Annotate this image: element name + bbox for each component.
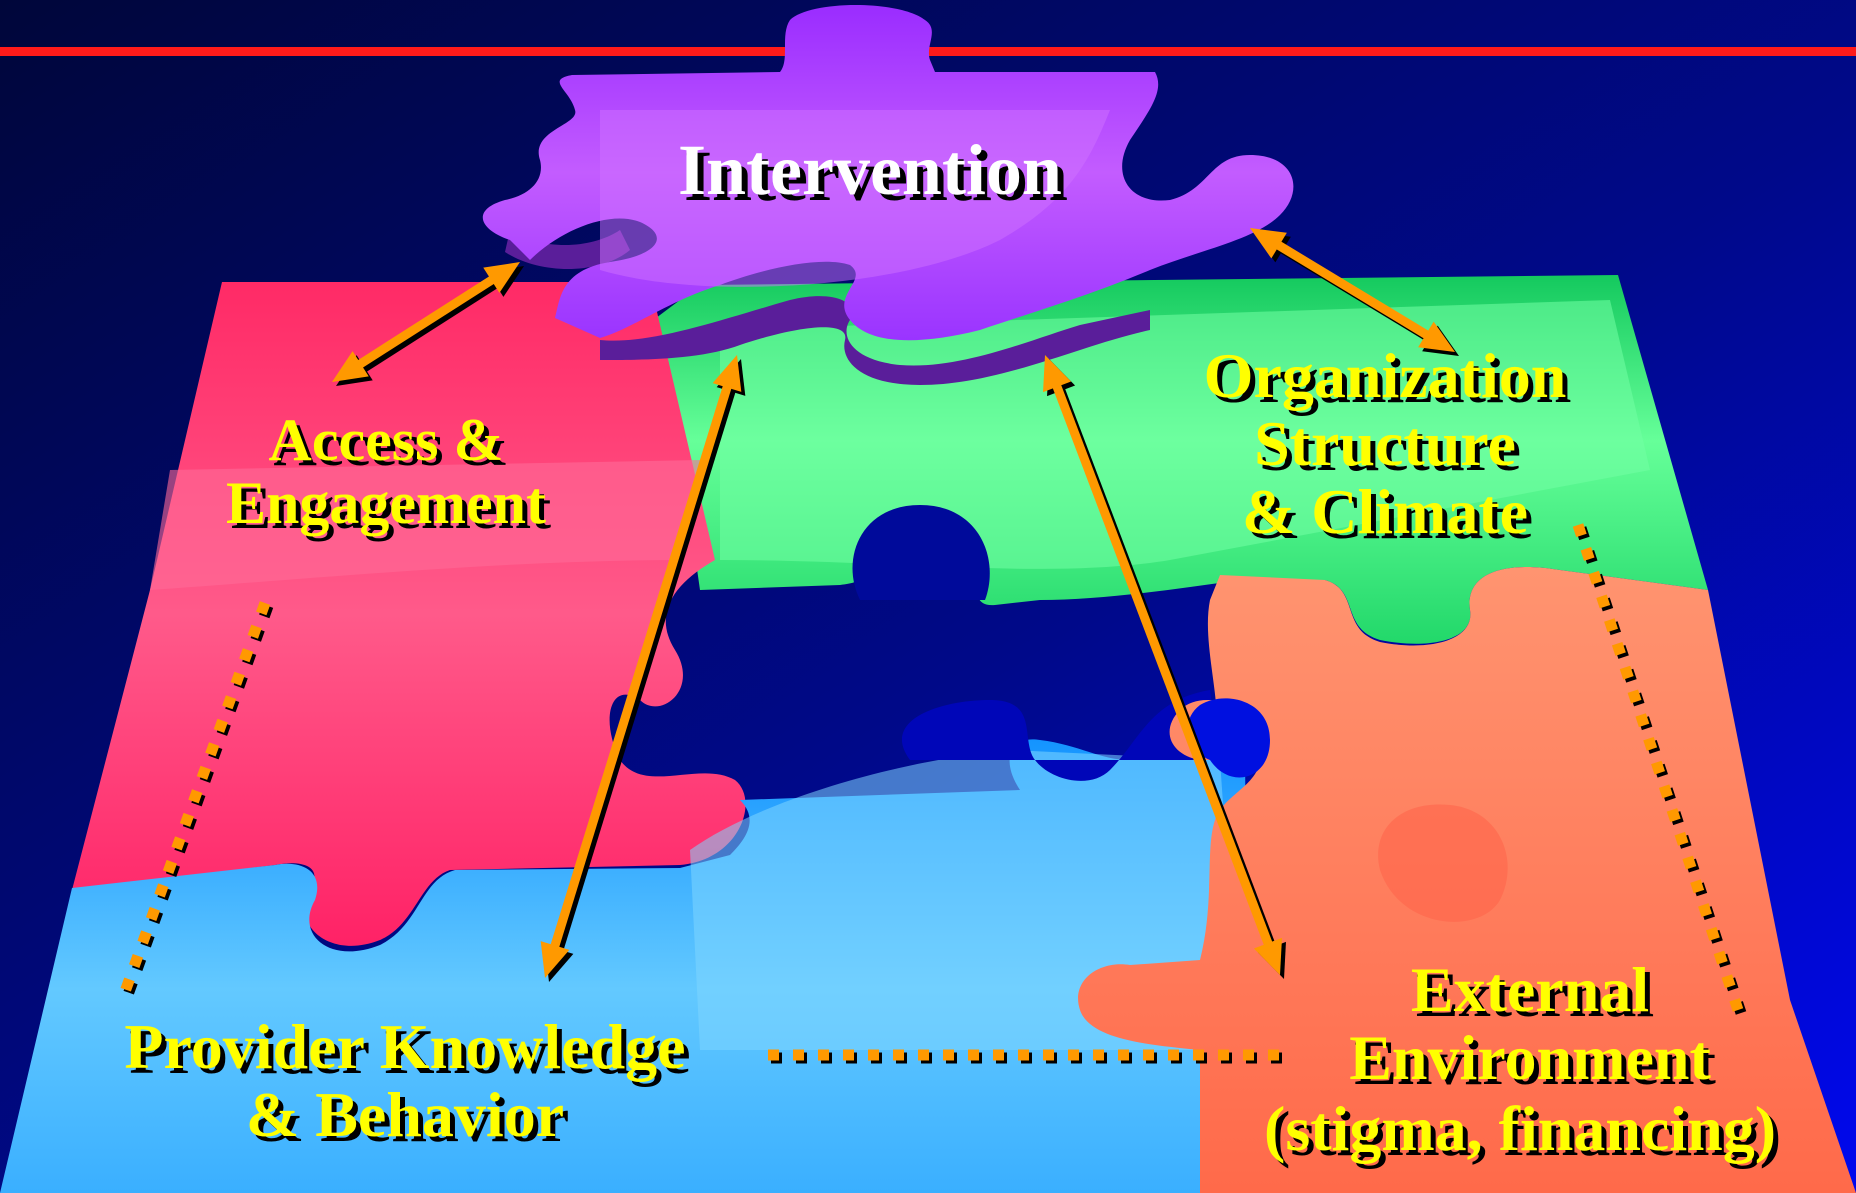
organization-label-line1: Organization [1204, 340, 1567, 411]
provider-label-line2-shadow: & Behavior [251, 1084, 569, 1155]
connection-organization-external [1572, 523, 1747, 1015]
dotted-link-line [116, 601, 271, 1002]
access-puzzle-piece [72, 282, 746, 946]
external-label-line1: External [1411, 954, 1649, 1025]
provider-label-line1: Provider Knowledge [124, 1011, 685, 1082]
intervention-label-shadow: Intervention [684, 136, 1068, 216]
arrow-shaft-shadow [553, 386, 737, 955]
arrowhead [1418, 321, 1455, 352]
access-label-line2: Engagement [226, 470, 546, 536]
organization-label-line1-shadow: Organization [1209, 345, 1572, 416]
dotted-link-line [1572, 523, 1744, 1012]
connection-provider-external [768, 1049, 1285, 1064]
external-label-line2: Environment [1349, 1022, 1711, 1093]
arrow-shaft [1273, 239, 1432, 341]
arrow-shaft [549, 382, 733, 951]
organization-piece-notch [852, 505, 990, 600]
center-notch [901, 690, 1220, 781]
connection-intervention-external [1043, 355, 1286, 979]
arrow-shaft [354, 274, 498, 370]
organization-label-line3: & Climate [1242, 476, 1528, 547]
external-label-line1-shadow: External [1416, 959, 1654, 1030]
organization-label-line2: Structure [1254, 408, 1516, 479]
labels-layer: Intervention Intervention Access & Acces… [124, 130, 1781, 1169]
arrowhead [1253, 937, 1282, 975]
organization-label-line2-shadow: Structure [1259, 413, 1521, 484]
external-label-line3-shadow: (stigma, financing) [1269, 1098, 1781, 1169]
arrowhead [1250, 228, 1287, 259]
arrowhead [1043, 355, 1072, 393]
access-label-line1: Access & [269, 407, 504, 473]
intervention-piece-depth [600, 296, 1150, 385]
connections-layer [116, 228, 1747, 1064]
external-label-line2-shadow: Environment [1354, 1027, 1716, 1098]
arrow-shaft-shadow [358, 278, 502, 374]
arrow-shaft [1051, 381, 1274, 949]
intervention-label: Intervention [678, 130, 1062, 210]
intervention-piece-depth-left [505, 230, 630, 270]
arrowhead [712, 355, 742, 392]
connection-intervention-provider [540, 355, 746, 982]
arrowhead [483, 262, 520, 293]
connection-intervention-access [332, 262, 524, 386]
intervention-piece-highlight [600, 110, 1110, 287]
provider-label-line1-shadow: Provider Knowledge [129, 1016, 690, 1087]
access-label-line1-shadow: Access & [274, 412, 509, 478]
arrowhead [540, 941, 570, 978]
organization-label-line3-shadow: & Climate [1247, 481, 1533, 552]
arrowhead [332, 351, 369, 382]
provider-label-line2: & Behavior [246, 1079, 564, 1150]
access-piece-highlight [150, 460, 700, 590]
connection-access-provider [116, 601, 274, 1005]
external-piece-notch [1187, 698, 1270, 778]
external-piece-shade [1378, 804, 1508, 922]
external-label-line3: (stigma, financing) [1264, 1093, 1776, 1164]
access-label-line2-shadow: Engagement [231, 475, 551, 541]
connection-intervention-organization [1250, 228, 1459, 356]
